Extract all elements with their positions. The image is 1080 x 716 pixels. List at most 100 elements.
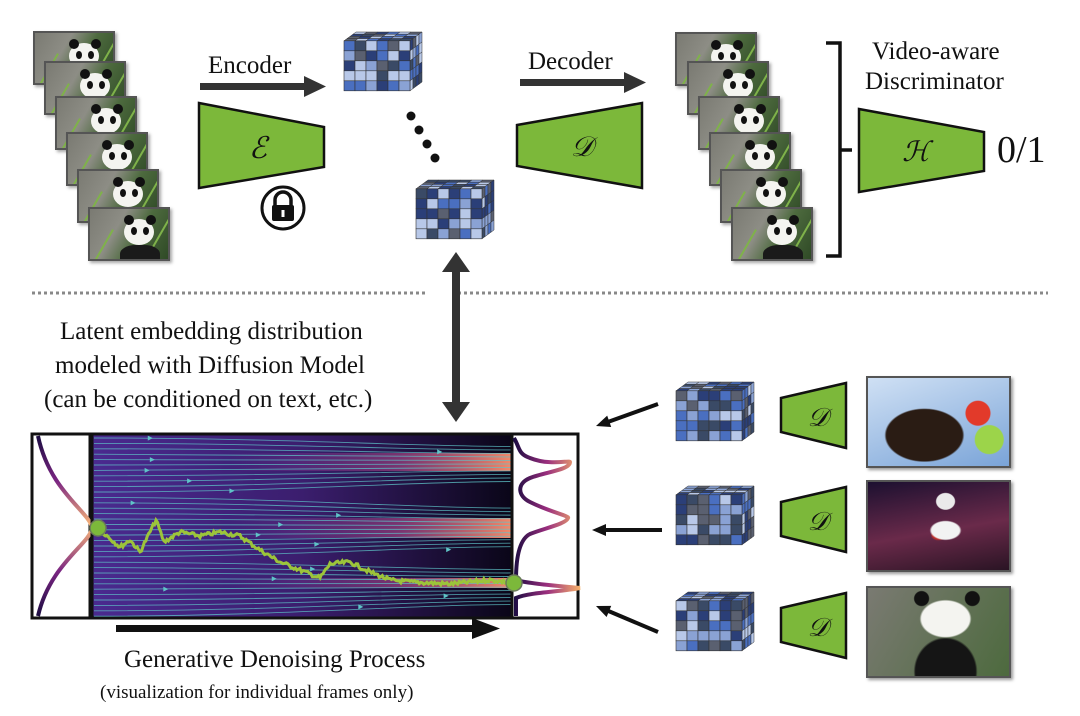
flow-arrowhead bbox=[147, 435, 153, 441]
flow-streamline bbox=[93, 513, 513, 520]
latent-cell bbox=[697, 524, 710, 536]
start-point bbox=[89, 519, 107, 537]
diffusion-visualization bbox=[30, 432, 581, 620]
flow-streamline bbox=[93, 523, 513, 527]
latent-cell bbox=[398, 60, 411, 72]
flow-streamline bbox=[93, 590, 513, 596]
flow-streamline bbox=[93, 448, 513, 454]
latent-cell bbox=[697, 610, 710, 622]
flow-streamline bbox=[93, 561, 513, 570]
latent-cell bbox=[675, 410, 688, 422]
section-divider bbox=[32, 291, 1048, 295]
flow-streamline bbox=[93, 467, 513, 471]
latent-cell bbox=[343, 40, 356, 52]
flow-streamline bbox=[93, 463, 513, 466]
flow-streamline bbox=[93, 597, 513, 606]
latent-cell bbox=[459, 228, 472, 240]
latent-cell bbox=[686, 494, 699, 506]
decoder-arrow bbox=[520, 72, 646, 93]
latent-cell bbox=[730, 534, 743, 546]
bidirectional-arrow bbox=[442, 252, 470, 422]
latent-cell bbox=[415, 218, 428, 230]
latent-cell bbox=[686, 514, 699, 526]
latent-cell bbox=[686, 524, 699, 536]
latent-cell bbox=[448, 228, 461, 240]
latent-text-line2: modeled with Diffusion Model bbox=[55, 352, 365, 379]
latent-cell bbox=[354, 70, 367, 82]
input-video-frames bbox=[0, 0, 200, 270]
latent-cell bbox=[697, 390, 710, 402]
latent-cell bbox=[719, 504, 732, 516]
latent-cell bbox=[426, 218, 439, 230]
latent-cell bbox=[708, 524, 721, 536]
latent-cell bbox=[415, 188, 428, 200]
latent-cell bbox=[675, 630, 688, 642]
video-frame bbox=[731, 207, 813, 261]
latent-cell bbox=[387, 60, 400, 72]
latent-cell bbox=[470, 228, 483, 240]
flow-arrowhead bbox=[358, 604, 364, 610]
latent-cell bbox=[686, 430, 699, 442]
latent-cell bbox=[376, 60, 389, 72]
latent-cell bbox=[697, 400, 710, 412]
latent-cell bbox=[730, 610, 743, 622]
latent-cell bbox=[365, 80, 378, 92]
latent-cell bbox=[459, 198, 472, 210]
latent-cell bbox=[686, 400, 699, 412]
flow-streamline bbox=[93, 474, 513, 482]
latent-cell bbox=[697, 640, 710, 652]
latent-cube bbox=[343, 31, 423, 92]
latent-cell bbox=[675, 534, 688, 546]
latent-cell bbox=[437, 228, 450, 240]
latent-cell bbox=[675, 640, 688, 652]
denoising-trajectory bbox=[96, 516, 516, 588]
latent-cell bbox=[730, 504, 743, 516]
latent-cell bbox=[686, 534, 699, 546]
latent-cell bbox=[376, 80, 389, 92]
latent-cell bbox=[426, 188, 439, 200]
latent-cell bbox=[365, 70, 378, 82]
latent-cell bbox=[675, 504, 688, 516]
process-title: Generative Denoising Process bbox=[124, 646, 426, 673]
latent-cell bbox=[343, 60, 356, 72]
latent-cell bbox=[459, 218, 472, 230]
flow-streamline bbox=[93, 459, 513, 461]
latent-cell bbox=[675, 430, 688, 442]
latent-cell bbox=[747, 527, 752, 541]
latent-cell bbox=[730, 430, 743, 442]
latent-cell bbox=[484, 223, 489, 238]
flow-arrowhead bbox=[130, 500, 136, 506]
flow-streamline bbox=[93, 542, 513, 552]
latent-cell bbox=[708, 494, 721, 506]
latent-cell bbox=[719, 610, 732, 622]
latent-cell bbox=[686, 600, 699, 612]
latent-cell bbox=[686, 610, 699, 622]
encoder-symbol: ℰ bbox=[249, 132, 270, 165]
latent-cell bbox=[708, 600, 721, 612]
discriminator-network: ℋ bbox=[857, 107, 986, 194]
flow-arrowhead bbox=[278, 522, 284, 528]
flow-arrowhead bbox=[437, 449, 443, 455]
latent-cell bbox=[343, 50, 356, 62]
latent-cell bbox=[730, 620, 743, 632]
flow-streamline bbox=[93, 604, 513, 617]
latent-cell bbox=[675, 400, 688, 412]
latent-text-line1: Latent embedding distribution bbox=[60, 318, 363, 345]
latent-cell bbox=[376, 40, 389, 52]
latent-cell bbox=[697, 420, 710, 432]
latent-cell bbox=[719, 524, 732, 536]
flow-arrowhead bbox=[314, 541, 320, 547]
latent-cell bbox=[708, 390, 721, 402]
latent-cell bbox=[730, 420, 743, 432]
latent-cell bbox=[686, 630, 699, 642]
latent-cell bbox=[354, 40, 367, 52]
latent-cell bbox=[686, 640, 699, 652]
sample-arrow bbox=[592, 524, 662, 536]
latent-cell bbox=[365, 40, 378, 52]
bracket bbox=[826, 41, 852, 258]
latent-cell bbox=[398, 70, 411, 82]
flow-arrowhead bbox=[149, 457, 155, 463]
lock-icon bbox=[260, 185, 306, 231]
density-band bbox=[230, 453, 512, 471]
latent-cell bbox=[365, 60, 378, 72]
